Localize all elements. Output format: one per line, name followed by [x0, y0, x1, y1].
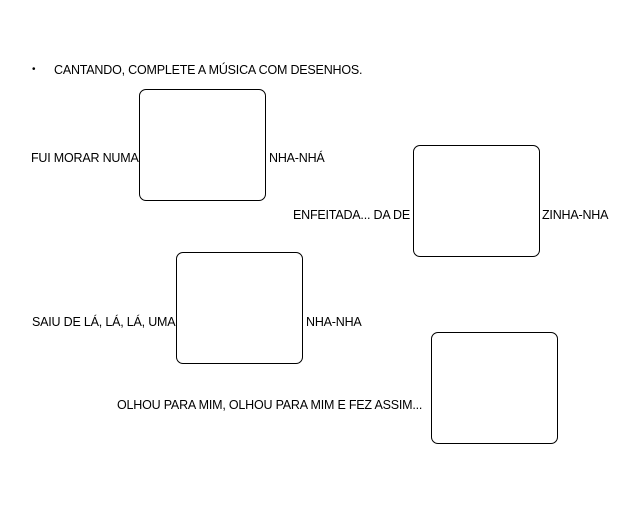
instruction-bullet: •: [32, 64, 36, 75]
verse-1-after: NHA-NHÁ: [269, 151, 325, 165]
verse-2-after: ZINHA-NHA: [542, 208, 609, 222]
drawing-box-2[interactable]: [413, 145, 540, 257]
drawing-box-4[interactable]: [431, 332, 558, 444]
instruction-text: CANTANDO, COMPLETE A MÚSICA COM DESENHOS…: [54, 63, 363, 77]
verse-2-before: ENFEITADA... DA DE: [293, 208, 411, 222]
verse-1-before: FUI MORAR NUMA: [31, 151, 139, 165]
verse-4-before: OLHOU PARA MIM, OLHOU PARA MIM E FEZ ASS…: [117, 398, 423, 412]
drawing-box-1[interactable]: [139, 89, 266, 201]
drawing-box-3[interactable]: [176, 252, 303, 364]
verse-3-after: NHA-NHA: [306, 315, 362, 329]
verse-3-before: SAIU DE LÁ, LÁ, LÁ, UMA: [32, 315, 176, 329]
